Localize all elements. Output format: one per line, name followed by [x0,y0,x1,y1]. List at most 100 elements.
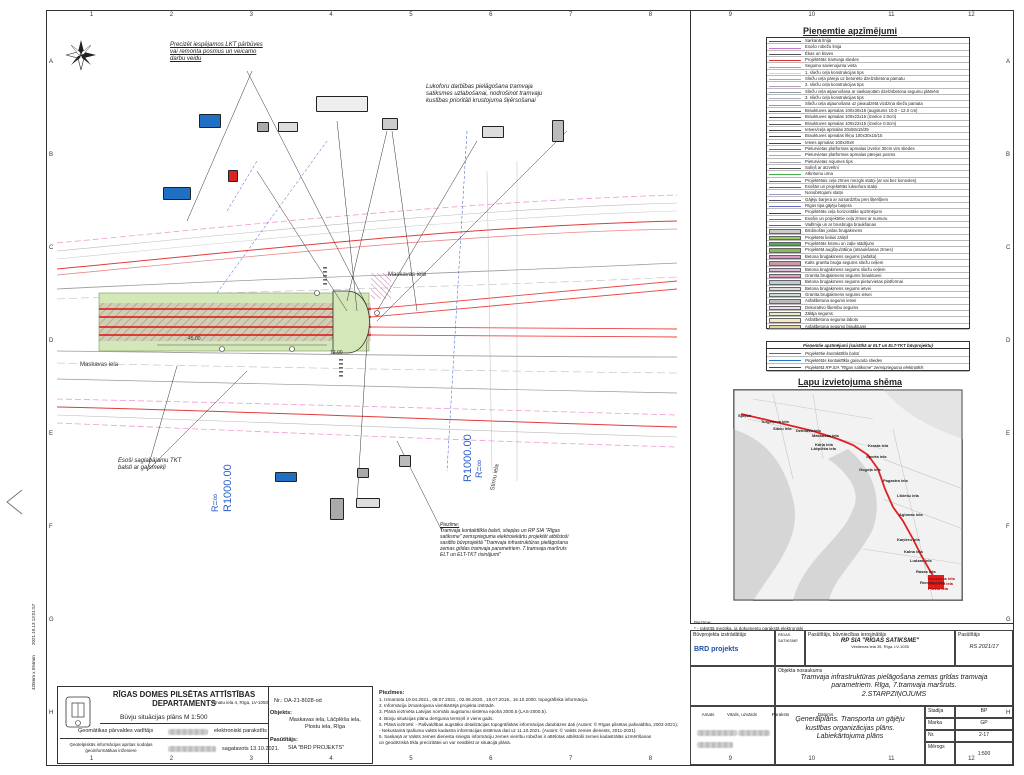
legend-sub-table: Pieņemtie apzīmējumi (saistībā ar ELT un… [766,341,970,372]
object-title-line: Tramvaja infrastruktūras pielāgošana zem… [800,674,988,681]
map-highlight-label: Lāčplēša iela [928,581,953,586]
legend-label: Projektētā RP SIA "Rīgas satiksme" zemsp… [805,365,924,371]
redacted-name [697,742,733,748]
legend-symbol-icon [769,52,801,55]
road-sign-icon [163,187,191,200]
object-title-cell: Objekta nosaukums Tramvaja infrastruktūr… [775,666,1013,706]
signature-column-header: Amats [701,712,715,717]
note-traffic-lights: Lukoforu darbības pielāgošana tramvaja s… [426,84,543,104]
legend-symbol-icon [769,318,801,323]
project-number: RS 2021/17 [969,644,999,650]
legend-row: Kalts granīta bruģa segums sliežu ceļiem [767,260,969,267]
legend-symbol-icon [769,267,801,272]
legend-row: Projektētās kontakttīkla gaisvada sliede… [767,357,969,365]
redacted-name [168,746,216,752]
row-marker: H [49,709,54,716]
legend-row: Atkritumu urna [767,171,969,178]
column-marker: 12 [968,756,975,762]
legend-label: Asfaltbetona seguma labots [805,317,859,323]
column-marker: 8 [648,12,653,18]
map-label: Ludzas iela [910,558,932,563]
legend-symbol-icon [769,96,801,100]
legend-symbol-icon [769,153,801,157]
org-address: Amatu iela 4, Rīga, LV-1050 [212,700,268,705]
legend-label: Dekoratīvo šķembu segums [805,304,859,310]
legend-row: Sliežu ceļa atjaunošana ar saskaņotām dz… [767,88,969,96]
note-line: 3. Plānā iezīmēta Latvijas normālo augst… [379,709,548,715]
legend-label: Zālāja segums [805,310,833,316]
curve-radius-label: R=∞ [474,459,484,478]
row-marker: E [1006,430,1011,437]
column-marker: 8 [648,756,653,762]
legend-row: Pieturvietas nojumes tips [767,159,969,165]
legend-symbol-icon [769,166,801,170]
legend-row: Brauktuves apmalas 100x22x15 (izvelce 0.… [767,121,969,127]
objekts-label: Objekts: [270,710,293,716]
legend-symbol-icon [769,235,801,241]
column-marker: 7 [568,756,573,762]
legend-label: Brauktuves apmalas līkņu 100x30x15/15 [805,133,883,139]
redacted-name [697,730,737,736]
redacted-name [738,730,770,736]
legend-symbol-icon [769,299,801,304]
traffic-light-icon [330,498,344,520]
legend-label: Sliežu ceļa atjaunošana ar saskaņotām dz… [805,88,940,94]
legend-symbol-icon [769,198,801,201]
signature-column-header: Vārds, uzvārds [726,712,757,717]
doc-number: Nr.: DA-21-8028-od [274,698,322,704]
column-marker: 2 [169,12,174,18]
note-line: 5. Plānā iezīmēti: - Pašvaldības augstāk… [379,721,679,727]
city-titleblock [57,686,373,764]
legend-symbol-icon [769,122,801,125]
legend-row: Sliežu ceļa atjaunošana uz pieaudzētā vi… [767,101,969,108]
legend-symbol-icon [769,261,801,266]
note-line: un ģeodēziskā tīkla precizitātei un var … [379,740,512,746]
note-line: 1. Izmantota 19.04.2021., 08.07.2021., 0… [379,697,589,702]
legend-row: Vadlīnija un ar brusbruģa braukšanas [767,222,969,229]
legend-row: Projektētās ceļa horizontālie apzīmējumi [767,209,969,216]
traffic-light-icon [399,455,411,467]
legend-row: Esošo robežu līnija [767,44,969,51]
legend-label: Esošo robežu līnija [805,44,842,50]
legend-row: Betona bruģakmens segums pieturvietas pl… [767,279,969,286]
legend-label: Sliežu ceļa atjaunošana uz pieaudzētā vi… [805,101,923,107]
legend-symbol-icon [769,248,801,253]
legend-row: Dekoratīvo šķembu segums [767,305,969,311]
legend-label: Asfaltbetona segums ietvei [805,298,857,304]
pasutitajs-value: SIA "BRD PROJEKTS" [288,745,345,751]
object-title-line: parametriem. Rīga, 7.tramvaja maršruts. [831,682,957,690]
traffic-light-icon [552,120,564,142]
column-marker: 4 [329,12,333,18]
row-marker: G [49,616,54,623]
drawing-sheet [46,10,1014,766]
legend-row: Esošās un projektētās luksofora statņi [767,184,969,191]
column-marker: 2 [169,756,174,762]
legend-symbol-icon [769,147,801,151]
map-label: Dzirnavu iela [796,428,821,433]
map-label: Kalna iela [904,549,923,554]
map-label: Rencēnu iela [920,580,945,585]
legend-symbol-icon [769,71,801,74]
scale-line: Būvju situācijas plāns M 1:500 [120,714,208,721]
legend-row: Betona bruģakmens segums ietvei [767,286,969,292]
legend-symbol-icon [769,64,801,68]
legend-row: Zālāja segums [767,310,969,318]
legend-symbol-icon [769,102,801,106]
column-marker: 9 [728,12,732,18]
riga-coat-of-arms-icon [65,696,91,728]
legend-symbol-icon [769,229,801,234]
legend-symbol-icon [769,160,801,163]
legend-label: 1. sliežu ceļa konstrukcijas tips [805,69,864,75]
redacted-name [168,729,208,735]
legend-row: Projektētās krūmu un zaļie stādījumi [767,241,969,248]
legend-symbol-icon [769,191,801,195]
legend-symbol-icon [769,141,801,144]
piezime-text: Tramvaja kontakttīkla balsti, stiepļas u… [440,528,569,558]
legend-label: Projektētā augšņu/zāliņa (atsaukšanas zī… [805,247,893,253]
row-marker: F [49,523,53,530]
legend-symbol-icon [769,311,801,317]
legend-label: Esošās un projektētās luksofora statņi [805,184,878,189]
sheet-timestamp-label: 2021.10.13 13:51:57 [31,603,36,645]
drawing-title-line: Ģenerālplāns. Transporta un gājēju [795,716,905,723]
marka-label: Marka [925,718,955,730]
